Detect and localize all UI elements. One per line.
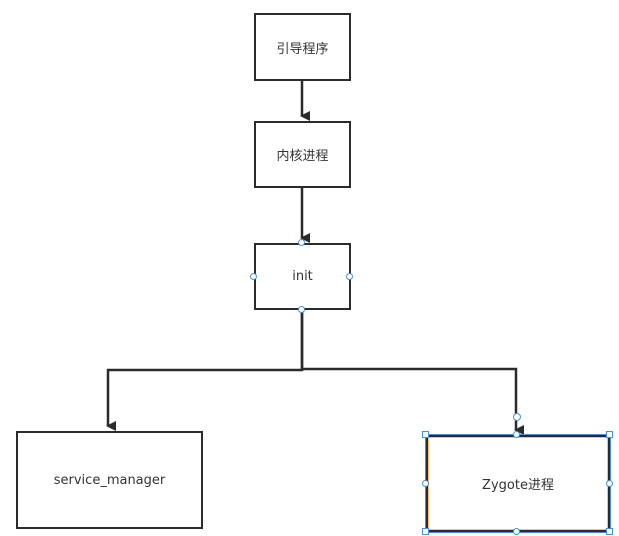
init-connection-point-right[interactable] (346, 273, 353, 280)
zygote-resize-handle-top-left[interactable] (422, 431, 429, 438)
init-connection-point-left[interactable] (250, 273, 257, 280)
zygote-rotate-handle[interactable] (513, 413, 521, 421)
node-kernel-label: 内核进程 (276, 149, 329, 164)
node-zygote-label: Zygote进程 (482, 478, 554, 493)
node-service-manager[interactable]: service_manager (16, 431, 203, 529)
edge-init-to-service-manager[interactable] (106, 310, 304, 431)
node-bootloader-label: 引导程序 (276, 41, 329, 57)
zygote-resize-handle-bottom-left[interactable] (422, 528, 429, 535)
node-init[interactable]: init (254, 243, 351, 310)
node-service-manager-label: service_manager (53, 472, 166, 488)
node-kernel[interactable]: 内核进程 (254, 121, 351, 188)
node-init-label: init (292, 269, 313, 284)
zygote-connection-point-bottom[interactable] (513, 528, 520, 535)
zygote-connection-point-left[interactable] (422, 480, 429, 487)
zygote-connection-point-top[interactable] (513, 431, 520, 438)
init-connection-point-bottom[interactable] (298, 306, 305, 313)
node-zygote[interactable]: Zygote进程 (426, 435, 610, 532)
init-connection-point-top[interactable] (298, 239, 305, 246)
zygote-resize-handle-top-right[interactable] (606, 431, 613, 438)
zygote-resize-handle-bottom-right[interactable] (606, 528, 613, 535)
zygote-connection-point-right[interactable] (606, 480, 613, 487)
node-bootloader[interactable]: 引导程序 (254, 13, 351, 81)
edge-init-to-zygote[interactable] (300, 310, 524, 435)
